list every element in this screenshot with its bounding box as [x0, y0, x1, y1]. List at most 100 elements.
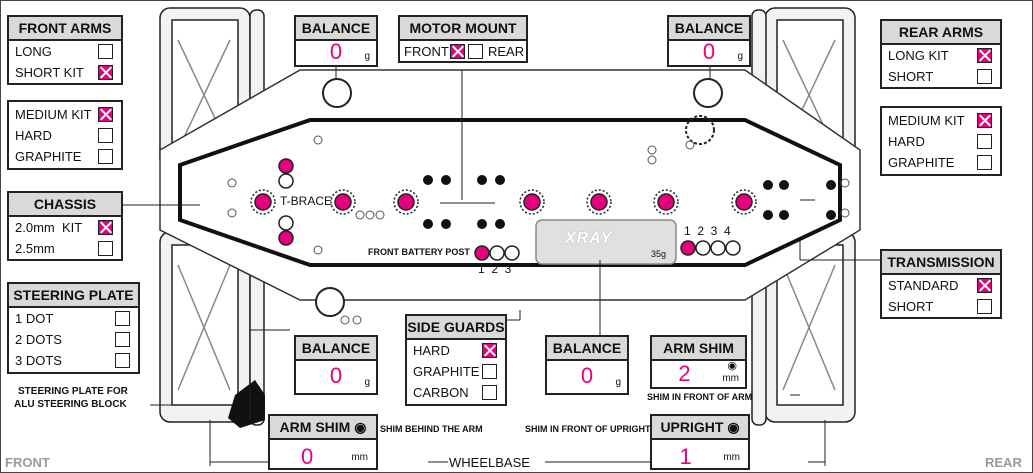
- front-arms-option-long[interactable]: LONG: [9, 41, 121, 62]
- chassis-inner-outline: [178, 118, 842, 267]
- shim-icon: ◉: [354, 419, 367, 435]
- corner-rear-label: REAR: [985, 455, 1022, 470]
- balance-title: BALANCE: [547, 337, 627, 361]
- rear-arms-option-short[interactable]: SHORT: [882, 66, 1000, 87]
- upright-box: UPRIGHT ◉ 1 mm: [650, 414, 750, 470]
- checkbox[interactable]: [977, 278, 992, 293]
- shim-icon: ◉: [727, 419, 740, 435]
- motor-mount-front-label: FRONT: [404, 44, 449, 59]
- front-arms-title: FRONT ARMS: [9, 17, 121, 41]
- balance-unit: g: [615, 377, 621, 388]
- battery-brand: XRAY: [565, 230, 613, 247]
- corner-front-label: FRONT: [5, 455, 50, 470]
- balance-unit: g: [737, 51, 743, 62]
- rear-battery-post-positions: 1 2 3 4: [684, 224, 731, 238]
- rear-arm-material-hard[interactable]: HARD: [882, 131, 1000, 152]
- wheelbase-label: WHEELBASE: [449, 455, 530, 470]
- steering-plate: [228, 380, 265, 428]
- checkbox[interactable]: [98, 65, 113, 80]
- checkbox[interactable]: [98, 149, 113, 164]
- balance-title: BALANCE: [296, 17, 376, 41]
- rear-arms-option-long-kit[interactable]: LONG KIT: [882, 45, 1000, 66]
- rear-arm-material-graphite[interactable]: GRAPHITE: [882, 152, 1000, 173]
- arm-shim-rear-note: SHIM IN FRONT OF ARM: [647, 392, 753, 402]
- side-guards-option-hard[interactable]: HARD: [407, 340, 505, 361]
- balance-unit: g: [364, 51, 370, 62]
- transmission-option-short[interactable]: SHORT: [882, 296, 1000, 317]
- rear-arms-box: REAR ARMS LONG KIT SHORT: [880, 19, 1002, 89]
- balance-unit: g: [364, 377, 370, 388]
- side-guards-option-graphite[interactable]: GRAPHITE: [407, 361, 505, 382]
- motor-mount-rear-label: REAR: [488, 44, 525, 59]
- rear-arm-material-box: MEDIUM KIT HARD GRAPHITE: [880, 106, 1002, 176]
- arm-shim-front-note: SHIM BEHIND THE ARM: [380, 424, 483, 434]
- steering-plate-title: STEERING PLATE: [9, 284, 138, 308]
- transmission-box: TRANSMISSION STANDARD SHORT: [880, 249, 1002, 319]
- side-guards-option-carbon[interactable]: CARBON: [407, 382, 505, 403]
- arm-shim-unit: mm: [722, 373, 739, 384]
- chassis-box: CHASSIS 2.0mm KIT 2.5mm: [7, 191, 123, 261]
- upright-unit: mm: [723, 452, 740, 463]
- arm-shim-title: ARM SHIM: [652, 337, 745, 361]
- steering-plate-option-3dots[interactable]: 3 DOTS: [9, 350, 138, 371]
- checkbox[interactable]: [977, 48, 992, 63]
- balance-value[interactable]: 0: [329, 363, 343, 388]
- checkbox[interactable]: [977, 155, 992, 170]
- balance-value[interactable]: 0: [702, 39, 716, 64]
- arm-shim-value[interactable]: 0: [300, 444, 314, 469]
- checkbox[interactable]: [98, 128, 113, 143]
- balance-front-left-box: BALANCE 0 g: [294, 15, 378, 67]
- checkbox[interactable]: [115, 311, 130, 326]
- checkbox[interactable]: [98, 241, 113, 256]
- battery-weight: 35g: [651, 249, 667, 259]
- balance-value[interactable]: 0: [329, 39, 343, 64]
- checkbox[interactable]: [977, 113, 992, 128]
- motor-mount-box: MOTOR MOUNT FRONT REAR: [398, 15, 528, 63]
- side-guards-box: SIDE GUARDS HARD GRAPHITE CARBON: [405, 314, 507, 406]
- arm-shim-value[interactable]: 2: [678, 361, 691, 386]
- front-arm-material-medium[interactable]: MEDIUM KIT: [9, 104, 121, 125]
- chassis-title: CHASSIS: [9, 193, 121, 217]
- checkbox[interactable]: [115, 332, 130, 347]
- motor-mount-title: MOTOR MOUNT: [400, 17, 526, 41]
- steering-plate-option-1dot[interactable]: 1 DOT: [9, 308, 138, 329]
- transmission-title: TRANSMISSION: [882, 251, 1000, 275]
- front-arm-material-hard[interactable]: HARD: [9, 125, 121, 146]
- checkbox[interactable]: [98, 44, 113, 59]
- side-guards-title: SIDE GUARDS: [407, 316, 505, 340]
- arm-shim-unit: mm: [351, 452, 368, 463]
- arm-shim-rear-box: ARM SHIM 2 ◉ mm: [650, 335, 747, 389]
- balance-title: BALANCE: [296, 337, 376, 361]
- checkbox[interactable]: [98, 107, 113, 122]
- upright-value[interactable]: 1: [679, 444, 692, 469]
- transmission-option-standard[interactable]: STANDARD: [882, 275, 1000, 296]
- chassis-option-2-5mm[interactable]: 2.5mm: [9, 238, 121, 259]
- front-arms-box: FRONT ARMS LONG SHORT KIT: [7, 15, 123, 85]
- checkbox[interactable]: [977, 69, 992, 84]
- motor-mount-rear-checkbox[interactable]: [468, 44, 483, 59]
- steering-plate-note-line2: ALU STEERING BLOCK: [14, 399, 127, 410]
- motor-mount-front-checkbox[interactable]: [450, 44, 465, 59]
- steering-plate-box: STEERING PLATE 1 DOT 2 DOTS 3 DOTS: [7, 282, 140, 374]
- front-arm-material-box: MEDIUM KIT HARD GRAPHITE: [7, 100, 123, 170]
- chassis-option-2mm[interactable]: 2.0mm KIT: [9, 217, 121, 238]
- checkbox[interactable]: [482, 343, 497, 358]
- rear-arm-material-medium[interactable]: MEDIUM KIT: [882, 110, 1000, 131]
- balance-front-right-box: BALANCE 0 g: [667, 15, 751, 67]
- balance-value[interactable]: 0: [580, 363, 594, 388]
- front-arms-option-short-kit[interactable]: SHORT KIT: [9, 62, 121, 83]
- checkbox[interactable]: [977, 299, 992, 314]
- checkbox[interactable]: [98, 220, 113, 235]
- checkbox[interactable]: [977, 134, 992, 149]
- balance-rear-left-box: BALANCE 0 g: [294, 335, 378, 395]
- upright-title: UPRIGHT ◉: [652, 416, 748, 440]
- front-arm-material-graphite[interactable]: GRAPHITE: [9, 146, 121, 167]
- shim-icon: ◉: [727, 360, 737, 372]
- checkbox[interactable]: [115, 353, 130, 368]
- steering-plate-option-2dots[interactable]: 2 DOTS: [9, 329, 138, 350]
- checkbox[interactable]: [482, 364, 497, 379]
- checkbox[interactable]: [482, 385, 497, 400]
- balance-center-box: BALANCE 0 g: [545, 335, 629, 395]
- rear-arms-title: REAR ARMS: [882, 21, 1000, 45]
